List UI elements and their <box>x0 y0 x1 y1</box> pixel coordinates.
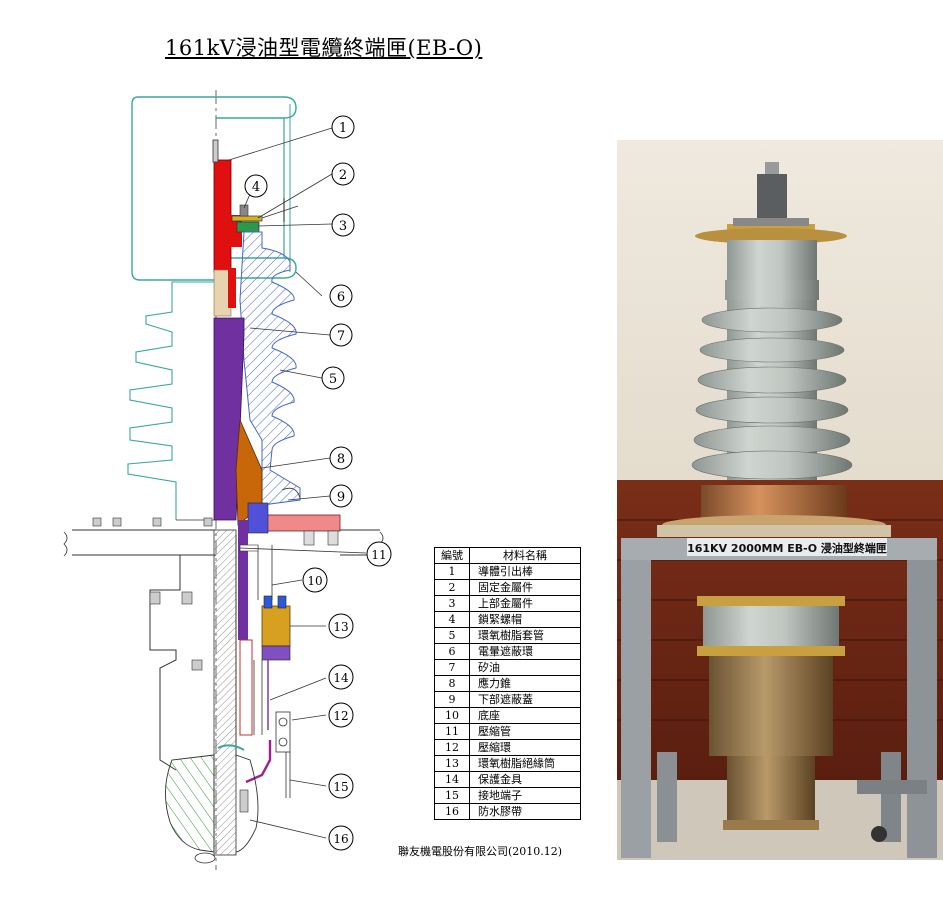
column-header-number: 編號 <box>434 547 470 564</box>
porcelain-sheds <box>127 281 214 520</box>
part-name: 底座 <box>469 707 581 724</box>
part-number: 11 <box>434 723 470 740</box>
part-number: 7 <box>434 659 470 676</box>
part-number: 5 <box>434 627 470 644</box>
waterproof-tape <box>165 754 215 853</box>
part-name: 固定金屬件 <box>469 579 581 596</box>
part-name: 壓縮管 <box>469 723 581 740</box>
part-number: 13 <box>434 755 470 772</box>
part-name: 電暈遮蔽環 <box>469 643 581 660</box>
part-number: 4 <box>434 611 470 628</box>
part-number: 2 <box>434 579 470 596</box>
part-name: 壓縮環 <box>469 739 581 756</box>
part-name: 保護金具 <box>469 771 581 788</box>
column-header-material: 材料名稱 <box>469 547 581 564</box>
flange <box>261 514 341 532</box>
part-number: 6 <box>434 643 470 660</box>
part-name: 導體引出棒 <box>469 563 581 580</box>
svg-text:161KV 2000MM EB-O 浸油型終端匣: 161KV 2000MM EB-O 浸油型終端匣 <box>687 541 887 555</box>
part-name: 環氧樹脂套管 <box>469 627 581 644</box>
part-number: 3 <box>434 595 470 612</box>
part-name: 應力錐 <box>469 675 581 692</box>
epoxy-cylinder <box>261 605 291 647</box>
fixing-metal <box>231 215 263 222</box>
part-number: 12 <box>434 739 470 756</box>
part-number: 1 <box>434 563 470 580</box>
part-number: 15 <box>434 787 470 804</box>
part-name: 矽油 <box>469 659 581 676</box>
part-name: 上部金屬件 <box>469 595 581 612</box>
leader-lines <box>228 127 367 839</box>
product-photo: 161KV 2000MM EB-O 浸油型終端匣 <box>617 140 943 860</box>
part-number: 10 <box>434 707 470 724</box>
part-name: 環氧樹脂絕緣筒 <box>469 755 581 772</box>
part-number: 8 <box>434 675 470 692</box>
page-title: 161kV浸油型電纜終端匣(EB-O) <box>165 36 483 60</box>
epoxy-bushing <box>239 231 301 506</box>
company-credit: 聯友機電股份有限公司(2010.12) <box>398 845 563 858</box>
part-name: 接地端子 <box>469 787 581 804</box>
part-number: 14 <box>434 771 470 788</box>
part-name: 鎖緊螺帽 <box>469 611 581 628</box>
part-name: 防水膠帶 <box>469 803 581 820</box>
base-body <box>213 529 237 856</box>
part-name: 下部遮蔽蓋 <box>469 691 581 708</box>
part-number: 9 <box>434 691 470 708</box>
table-header-row: 編號 材料名稱 <box>434 547 581 564</box>
part-number: 16 <box>434 803 470 820</box>
corona-ring <box>131 96 216 281</box>
